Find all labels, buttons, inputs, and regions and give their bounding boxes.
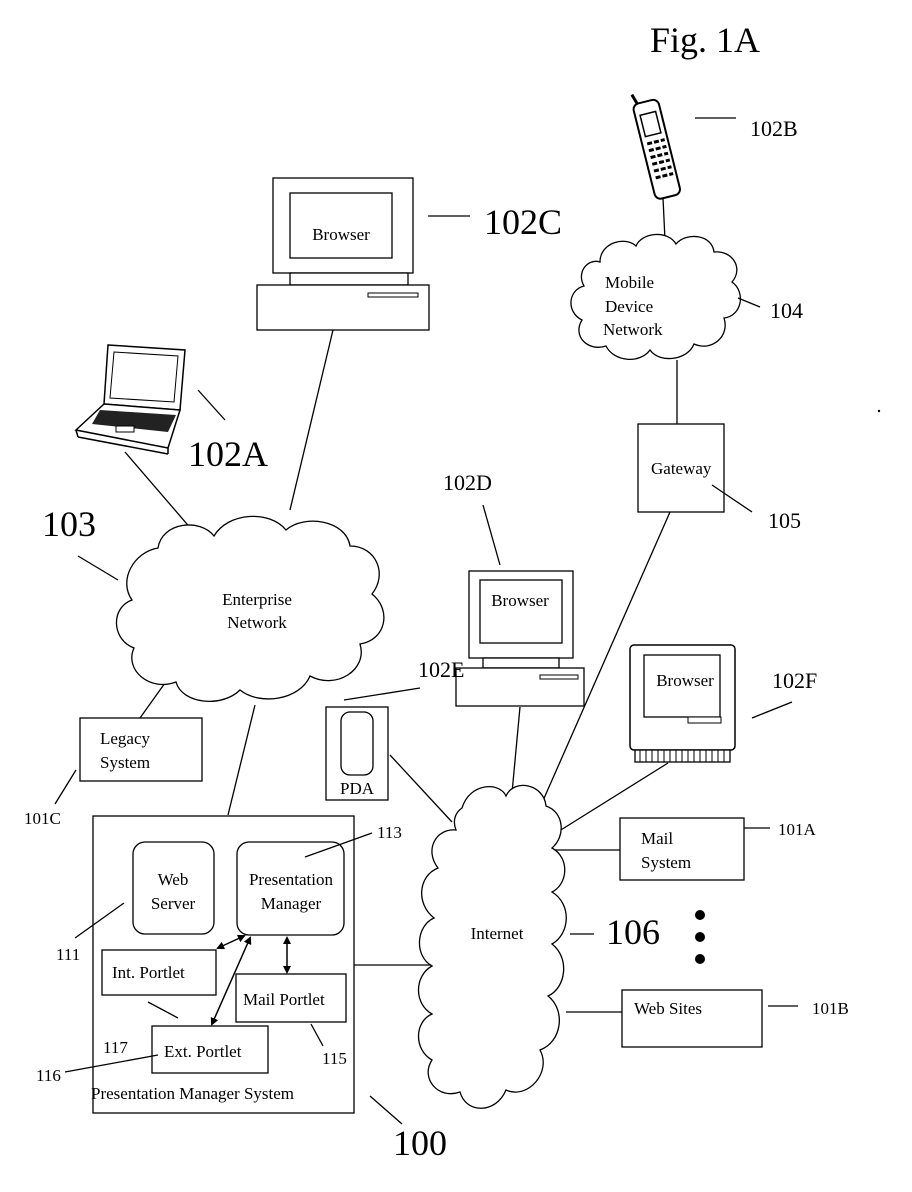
pms-ref: 100 [393, 1123, 447, 1163]
enterprise-network-label-1: Enterprise [222, 590, 292, 609]
terminal-f-screen-label: Browser [656, 671, 714, 690]
desktop-d-ref: 102D [443, 470, 492, 495]
pda-ref: 102E [418, 657, 464, 682]
legacy-label-1: Legacy [100, 729, 151, 748]
desktop-c-ref: 102C [484, 202, 562, 242]
mobile-network-label-3: Network [603, 320, 663, 339]
ext-portlet-label: Ext. Portlet [164, 1042, 242, 1061]
mail-portlet-label: Mail Portlet [243, 990, 325, 1009]
mobile-network-label-1: Mobile [605, 273, 654, 292]
laptop-ref: 102A [188, 434, 268, 474]
mail-system-ref: 101A [778, 820, 817, 839]
mail-system-label-2: System [641, 853, 691, 872]
web-server-label-2: Server [151, 894, 196, 913]
pms-label: Presentation Manager System [91, 1084, 294, 1103]
terminal-f-ref: 102F [772, 668, 817, 693]
internet-label: Internet [471, 924, 524, 943]
presentation-manager-ref: 113 [377, 823, 402, 842]
web-server-ref: 111 [56, 945, 80, 964]
int-portlet-ref: 117 [103, 1038, 128, 1057]
mobile-network-label-2: Device [605, 297, 653, 316]
presentation-manager-label-2: Manager [261, 894, 322, 913]
desktop-c-screen-label: Browser [312, 225, 370, 244]
desktop-computer-c [257, 178, 429, 330]
presentation-manager-label-1: Presentation [249, 870, 334, 889]
legacy-label-2: System [100, 753, 150, 772]
terminal-computer-f [630, 645, 735, 762]
gateway-label: Gateway [651, 459, 712, 478]
mobile-phone-icon [630, 89, 681, 200]
mail-portlet-ref: 115 [322, 1049, 347, 1068]
int-portlet-label: Int. Portlet [112, 963, 185, 982]
ext-portlet-ref: 116 [36, 1066, 61, 1085]
enterprise-network-ref: 103 [42, 504, 96, 544]
web-sites-label: Web Sites [634, 999, 702, 1018]
laptop-computer-icon [76, 345, 185, 454]
enterprise-network-label-2: Network [227, 613, 287, 632]
web-server-label-1: Web [158, 870, 189, 889]
mobile-network-cloud [571, 234, 740, 359]
figure-title: Fig. 1A [650, 20, 760, 60]
internet-ref: 106 [606, 912, 660, 952]
gateway-ref: 105 [768, 508, 801, 533]
mobile-network-ref: 104 [770, 298, 803, 323]
pda-label: PDA [340, 779, 375, 798]
legacy-ref: 101C [24, 809, 61, 828]
phone-ref: 102B [750, 116, 798, 141]
stray-mark [878, 410, 880, 412]
mail-system-label-1: Mail [641, 829, 673, 848]
desktop-d-screen-label: Browser [491, 591, 549, 610]
web-sites-ref: 101B [812, 999, 849, 1018]
more-items-ellipsis [695, 910, 705, 964]
internet-cloud [419, 785, 567, 1108]
